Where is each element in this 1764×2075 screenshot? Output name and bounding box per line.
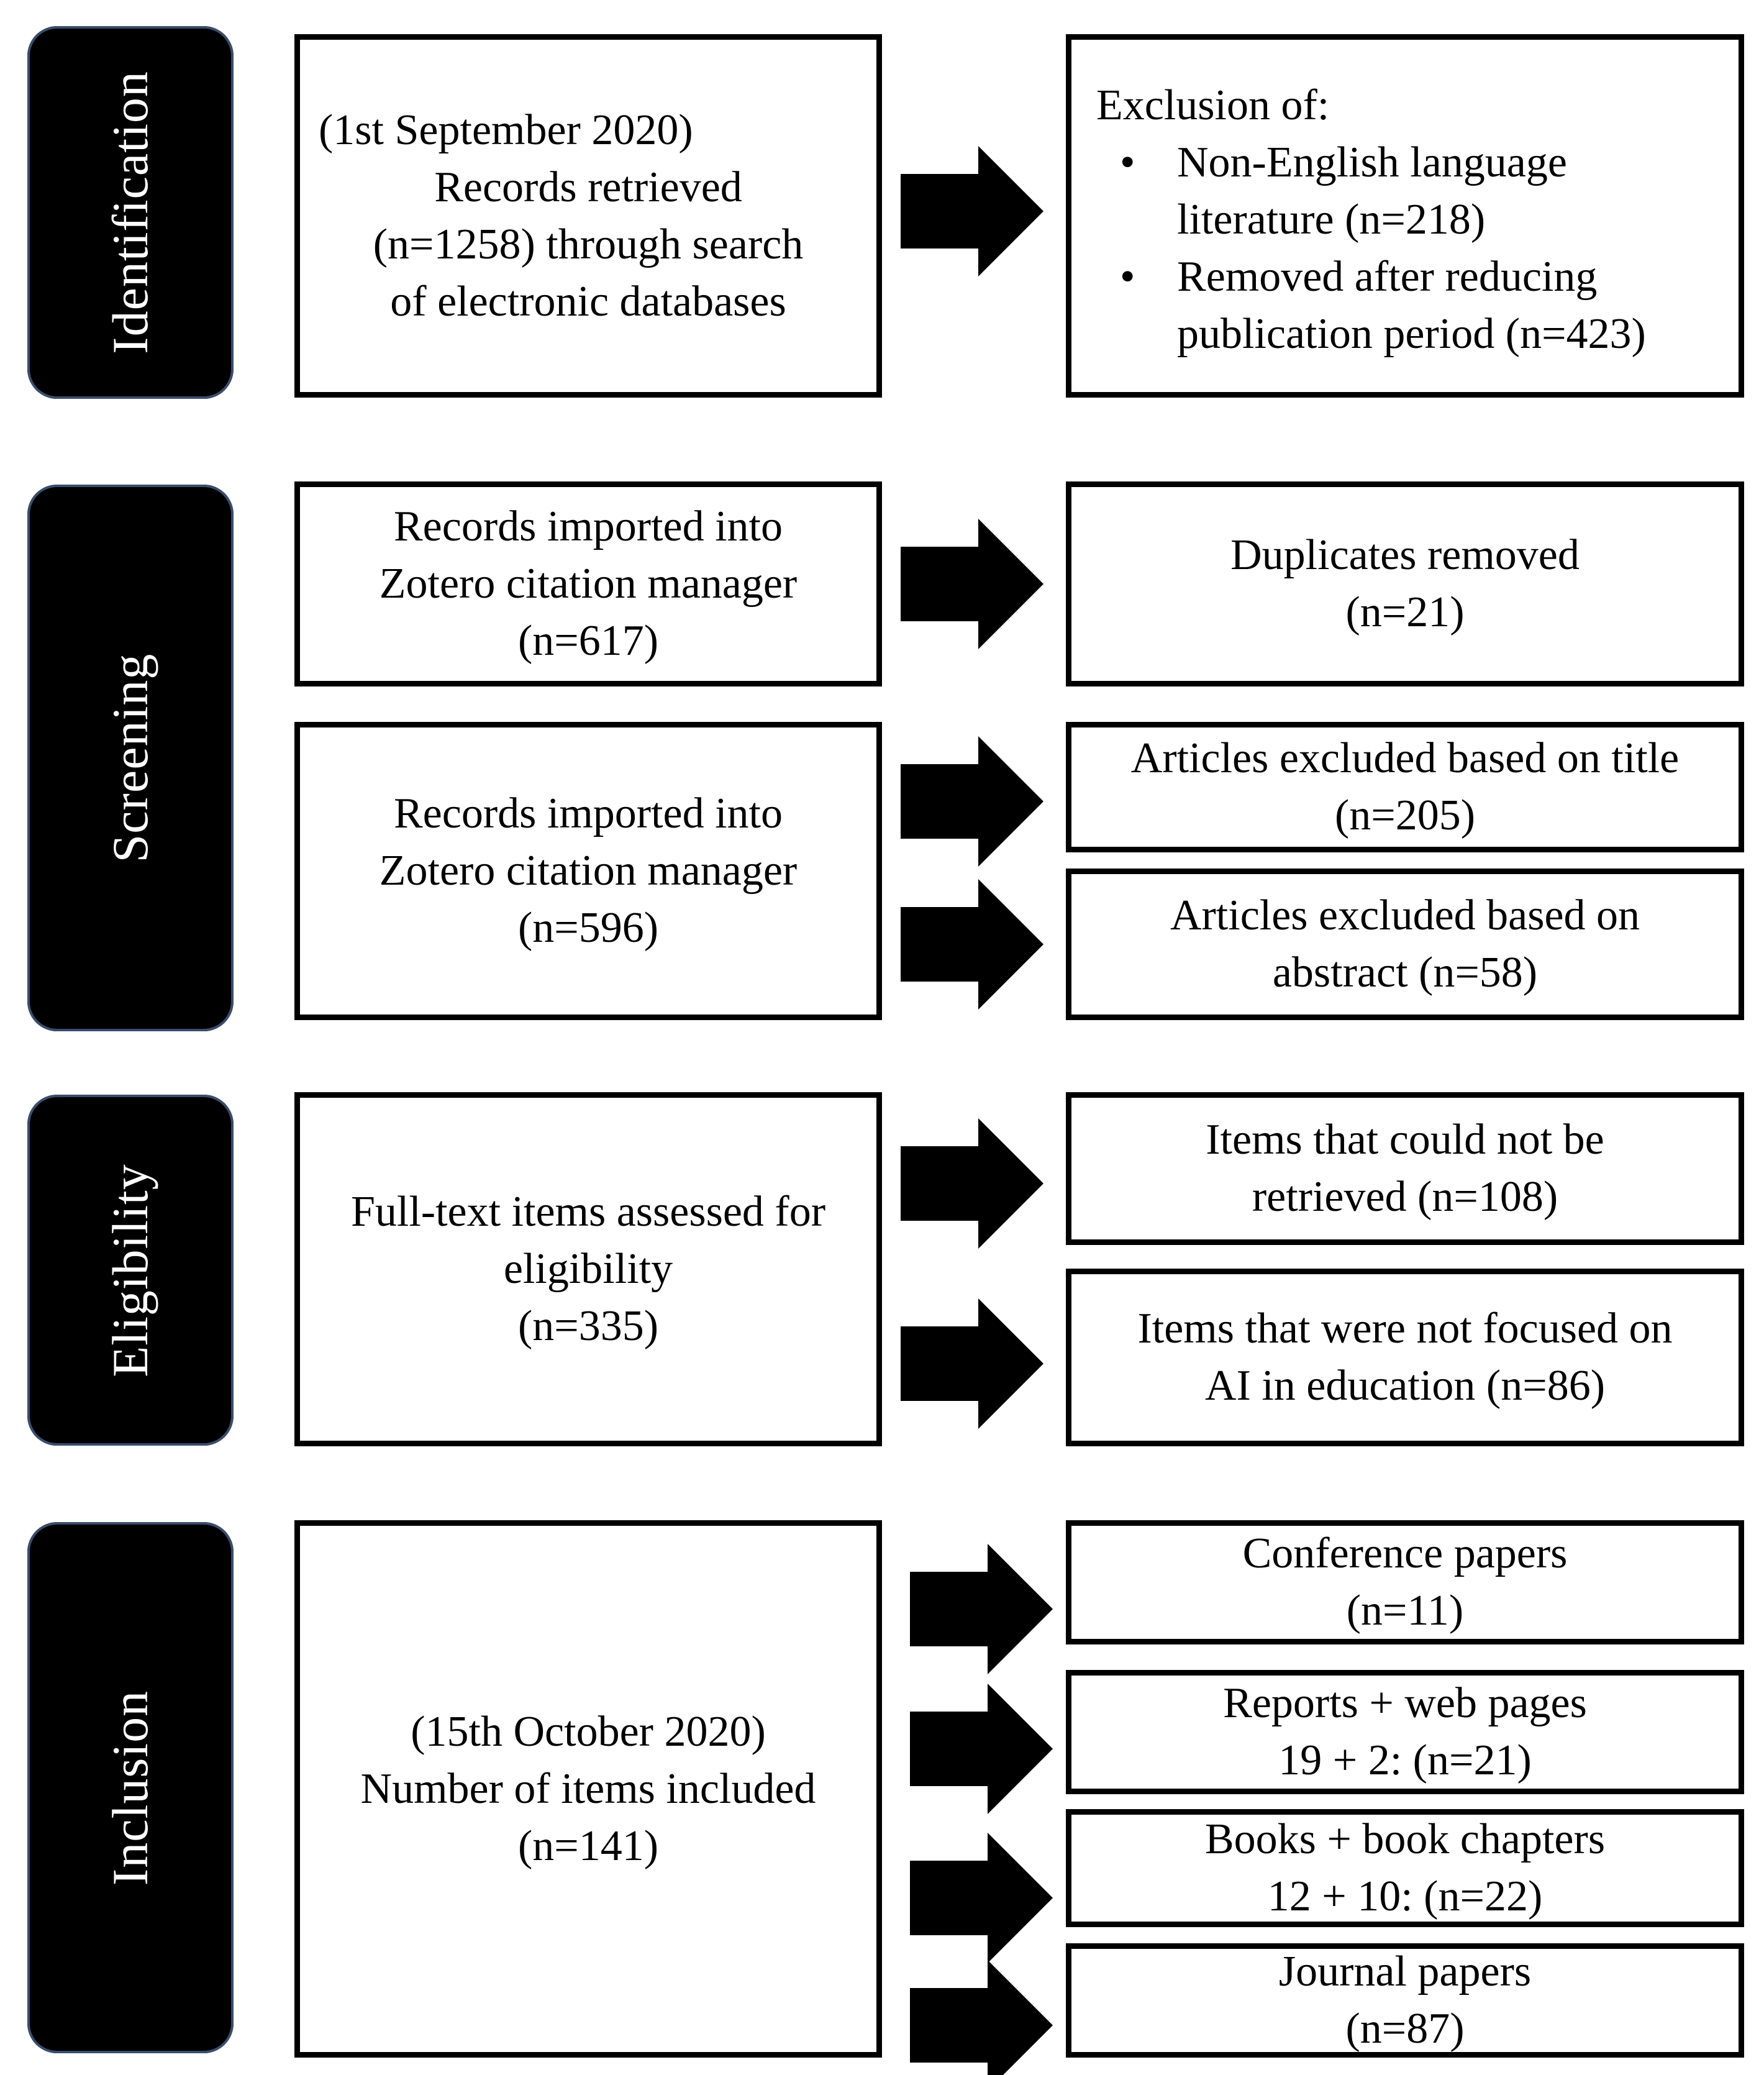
box-line: abstract (n=58): [1272, 949, 1538, 996]
box-line: eligibility: [503, 1245, 673, 1293]
exclusion-item-line: Removed after reducing: [1177, 253, 1598, 301]
exclusion-list: Non-English language literature (n=218) …: [1096, 134, 1646, 363]
box-line: Records imported into: [393, 503, 783, 550]
not-focused-box: Items that were not focused on AI in edu…: [1066, 1269, 1744, 1446]
books-chapters-box: Books + book chapters 12 + 10: (n=22): [1066, 1809, 1744, 1927]
exclusion-item-line: publication period (n=423): [1177, 310, 1646, 358]
box-line: (n=205): [1334, 791, 1476, 839]
box-line: 19 + 2: (n=21): [1278, 1736, 1532, 1784]
items-included-box: (15th October 2020) Number of items incl…: [294, 1520, 882, 2058]
arrow-books: [910, 1833, 1053, 1963]
arrow-abstract: [901, 879, 1043, 1010]
records-retrieved-count: (n=1258) through search: [373, 220, 804, 268]
arrow-not-focused: [901, 1298, 1043, 1429]
journal-papers-box: Journal papers (n=87): [1066, 1943, 1744, 2058]
exclusion-item-publication-period: Removed after reducing publication perio…: [1096, 249, 1646, 363]
box-line: Articles excluded based on: [1170, 892, 1640, 939]
box-line: Articles excluded based on title: [1130, 734, 1680, 782]
box-line: 12 + 10: (n=22): [1267, 1872, 1543, 1920]
phase-eligibility: Eligibility: [27, 1095, 234, 1446]
box-line: (n=596): [517, 904, 659, 952]
phase-identification-label: Identification: [102, 71, 158, 354]
box-line: (n=87): [1345, 2005, 1465, 2053]
phase-screening: Screening: [27, 485, 234, 1031]
box-line: Reports + web pages: [1223, 1679, 1587, 1727]
excluded-abstract-box: Articles excluded based on abstract (n=5…: [1066, 869, 1744, 1020]
records-imported-596-box: Records imported into Zotero citation ma…: [294, 722, 882, 1020]
exclusion-item-non-english: Non-English language literature (n=218): [1096, 134, 1646, 249]
box-line: Items that could not be: [1206, 1116, 1604, 1164]
box-line: Duplicates removed: [1230, 531, 1580, 579]
phase-inclusion-label: Inclusion: [102, 1690, 158, 1886]
phase-identification: Identification: [27, 26, 234, 399]
box-line: retrieved (n=108): [1252, 1173, 1558, 1221]
box-line: Books + book chapters: [1204, 1815, 1606, 1863]
full-text-assessed-box: Full-text items assessed for eligibility…: [294, 1092, 882, 1446]
box-line: AI in education (n=86): [1204, 1362, 1605, 1410]
box-line: (n=11): [1346, 1587, 1464, 1635]
box-line: Zotero citation manager: [379, 847, 798, 895]
not-retrieved-box: Items that could not be retrieved (n=108…: [1066, 1092, 1744, 1245]
arrow-reports: [910, 1684, 1053, 1814]
exclusion-item-line: Non-English language: [1177, 139, 1567, 186]
box-line: Number of items included: [360, 1764, 816, 1813]
phase-screening-label: Screening: [102, 653, 158, 863]
box-line: Zotero citation manager: [379, 560, 798, 608]
box-line: (n=617): [517, 617, 659, 665]
box-line: (n=21): [1345, 588, 1465, 636]
arrow-journal: [910, 1960, 1053, 2075]
box-line: (n=335): [517, 1302, 659, 1350]
records-retrieved-line: Records retrieved: [434, 163, 742, 211]
box-line: Conference papers: [1242, 1530, 1568, 1577]
records-retrieved-source: of electronic databases: [390, 277, 786, 326]
phase-eligibility-label: Eligibility: [102, 1163, 158, 1377]
arrow-not-retrieved: [901, 1118, 1043, 1249]
arrow-title: [901, 736, 1043, 867]
arrow-identification: [901, 146, 1043, 276]
records-imported-617-box: Records imported into Zotero citation ma…: [294, 481, 882, 686]
box-line: Records imported into: [393, 790, 783, 837]
box-line: (n=141): [517, 1822, 659, 1870]
arrow-conference: [910, 1544, 1053, 1674]
exclusion-item-line: literature (n=218): [1177, 196, 1486, 244]
box-line: (15th October 2020): [411, 1707, 766, 1756]
records-retrieved-date: (1st September 2020): [319, 106, 693, 154]
conference-papers-box: Conference papers (n=11): [1066, 1520, 1744, 1644]
box-line: Journal papers: [1278, 1948, 1532, 1995]
exclusion-title: Exclusion of:: [1096, 81, 1330, 129]
duplicates-removed-box: Duplicates removed (n=21): [1066, 481, 1744, 686]
excluded-title-box: Articles excluded based on title (n=205): [1066, 722, 1744, 852]
records-retrieved-box: (1st September 2020) Records retrieved (…: [294, 34, 882, 398]
box-line: Items that were not focused on: [1137, 1305, 1673, 1352]
box-line: Full-text items assessed for: [350, 1188, 826, 1236]
exclusion-box: Exclusion of: Non-English language liter…: [1066, 34, 1744, 398]
reports-web-pages-box: Reports + web pages 19 + 2: (n=21): [1066, 1670, 1744, 1794]
phase-inclusion: Inclusion: [27, 1522, 234, 2053]
arrow-duplicates: [901, 519, 1043, 649]
